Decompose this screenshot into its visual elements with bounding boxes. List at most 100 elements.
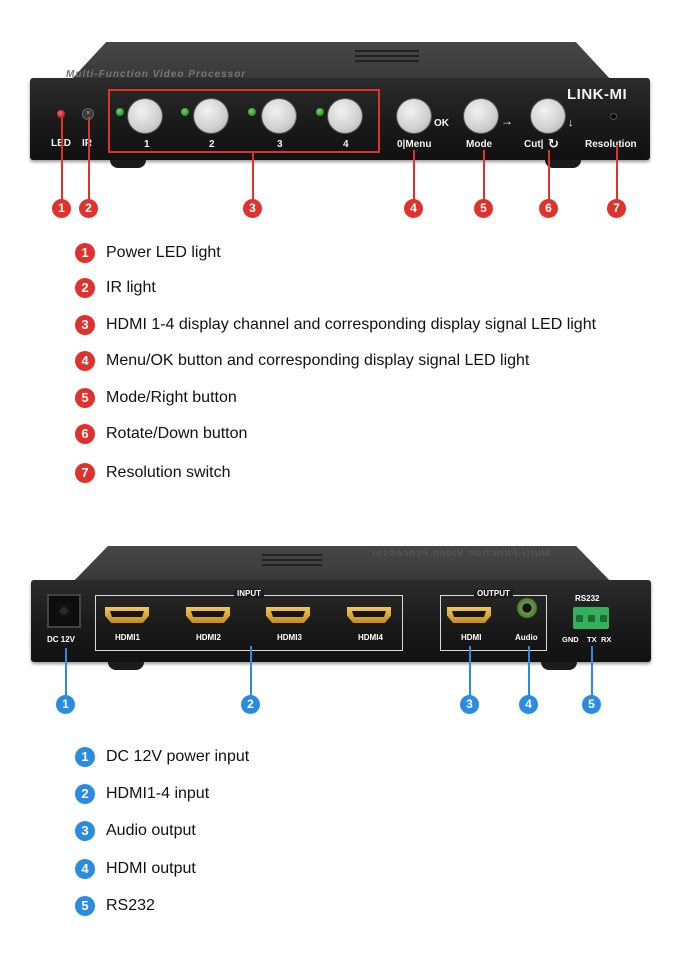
gnd-label: GND [562, 635, 579, 644]
channel-2-led [181, 108, 189, 116]
legend-number: 2 [75, 784, 95, 804]
rear-panel-figure: Multi-Function Video Processor DC 12V IN… [0, 540, 680, 730]
legend-text: RS232 [106, 897, 155, 914]
channel-4-label: 4 [343, 139, 349, 150]
front-legend-item: 2 IR light [75, 278, 156, 298]
vent-slots [262, 554, 322, 566]
leader-line-3 [252, 151, 254, 200]
device-foot-right [545, 160, 581, 168]
front-callout-6: 6 [539, 199, 558, 218]
rs232-title: RS232 [575, 594, 600, 603]
input-group-title: INPUT [96, 589, 402, 598]
hdmi3-input-port[interactable] [266, 607, 310, 623]
mirrored-panel-title: Multi-Function Video Processor [370, 548, 551, 559]
hdmi-output-label: HDMI [461, 633, 482, 642]
legend-number: 2 [75, 278, 95, 298]
rear-callout-4: 4 [519, 695, 538, 714]
front-callout-7: 7 [607, 199, 626, 218]
brand-logo: LINK-MI [567, 86, 628, 103]
leader-line-4 [528, 646, 530, 696]
legend-text: HDMI output [106, 860, 196, 877]
hdmi4-label: HDMI4 [358, 633, 383, 642]
rs232-terminal-block[interactable] [573, 607, 609, 629]
front-callout-1: 1 [52, 199, 71, 218]
hdmi-output-port[interactable] [447, 607, 491, 623]
channel-1-button[interactable] [128, 99, 162, 133]
rotate-down-button[interactable] [531, 99, 565, 133]
rear-callout-5: 5 [582, 695, 601, 714]
output-group-label: OUTPUT [474, 589, 513, 598]
rear-callout-2: 2 [241, 695, 260, 714]
ir-label: IR [82, 138, 92, 149]
legend-text: Power LED light [106, 244, 221, 261]
audio-label: Audio [515, 633, 538, 642]
menu-ok-button[interactable] [397, 99, 431, 133]
legend-text: Menu/OK button and corresponding display… [106, 352, 530, 369]
device-foot-left [110, 160, 146, 168]
front-legend-item: 6 Rotate/Down button [75, 424, 247, 444]
menu-label: 0|Menu [397, 139, 432, 150]
front-legend-item: 5 Mode/Right button [75, 388, 237, 408]
right-arrow-icon: → [501, 114, 513, 128]
legend-number: 5 [75, 896, 95, 916]
channel-3-led [248, 108, 256, 116]
legend-text: HDMI1-4 input [106, 785, 210, 802]
front-callout-3: 3 [243, 199, 262, 218]
leader-line-4 [413, 150, 415, 200]
channel-4-button[interactable] [328, 99, 362, 133]
legend-text: HDMI 1-4 display channel and correspondi… [106, 316, 597, 333]
rear-callout-1: 1 [56, 695, 75, 714]
hdmi1-input-port[interactable] [105, 607, 149, 623]
cut-label: Cut| [524, 139, 544, 150]
input-group: INPUT [95, 589, 403, 651]
leader-line-1 [65, 648, 67, 696]
legend-number: 3 [75, 821, 95, 841]
channel-2-button[interactable] [194, 99, 228, 133]
rear-panel: DC 12V INPUT HDMI1 HDMI2 HDMI3 HDMI4 OUT… [31, 580, 651, 662]
tx-label: TX [587, 635, 597, 644]
legend-number: 1 [75, 243, 95, 263]
legend-number: 4 [75, 859, 95, 879]
front-panel-figure: Multi-Function Video Processor LINK-MI ×… [0, 0, 680, 236]
front-panel: Multi-Function Video Processor LINK-MI ×… [30, 69, 650, 160]
rotate-icon: ↻ [548, 136, 559, 151]
hdmi1-label: HDMI1 [115, 633, 140, 642]
output-group-title: OUTPUT [441, 589, 546, 598]
leader-line-1 [61, 117, 63, 200]
channel-3-label: 3 [277, 139, 283, 150]
rear-legend-item: 4 HDMI output [75, 859, 196, 879]
resolution-label: Resolution [585, 139, 637, 150]
ok-label: OK [434, 118, 449, 129]
hdmi4-input-port[interactable] [347, 607, 391, 623]
channel-1-led [116, 108, 124, 116]
front-callout-2: 2 [79, 199, 98, 218]
legend-text: DC 12V power input [106, 748, 250, 765]
mode-right-button[interactable] [464, 99, 498, 133]
channel-highlight-box [108, 89, 380, 153]
audio-jack[interactable] [517, 598, 537, 618]
dc-power-jack[interactable] [49, 596, 79, 626]
front-legend-item: 7 Resolution switch [75, 463, 231, 483]
channel-3-button[interactable] [262, 99, 296, 133]
device-foot-left [108, 662, 144, 670]
vent-slots [355, 50, 419, 62]
rear-callout-3: 3 [460, 695, 479, 714]
legend-text: Rotate/Down button [106, 425, 248, 442]
resolution-switch-hole[interactable] [611, 114, 616, 119]
device-top-cover [69, 42, 613, 82]
front-callout-4: 4 [404, 199, 423, 218]
hdmi2-label: HDMI2 [196, 633, 221, 642]
mode-label: Mode [466, 139, 493, 150]
channel-1-label: 1 [144, 139, 150, 150]
legend-number: 3 [75, 315, 95, 335]
hdmi2-input-port[interactable] [186, 607, 230, 623]
down-arrow-icon: ↓ [568, 117, 574, 129]
leader-line-5 [591, 646, 593, 696]
legend-number: 4 [75, 351, 95, 371]
dc-label: DC 12V [47, 635, 76, 644]
front-legend-item: 1 Power LED light [75, 243, 221, 263]
rx-label: RX [601, 635, 612, 644]
leader-line-3 [469, 646, 471, 696]
power-led [57, 110, 65, 118]
rear-legend-item: 5 RS232 [75, 896, 155, 916]
